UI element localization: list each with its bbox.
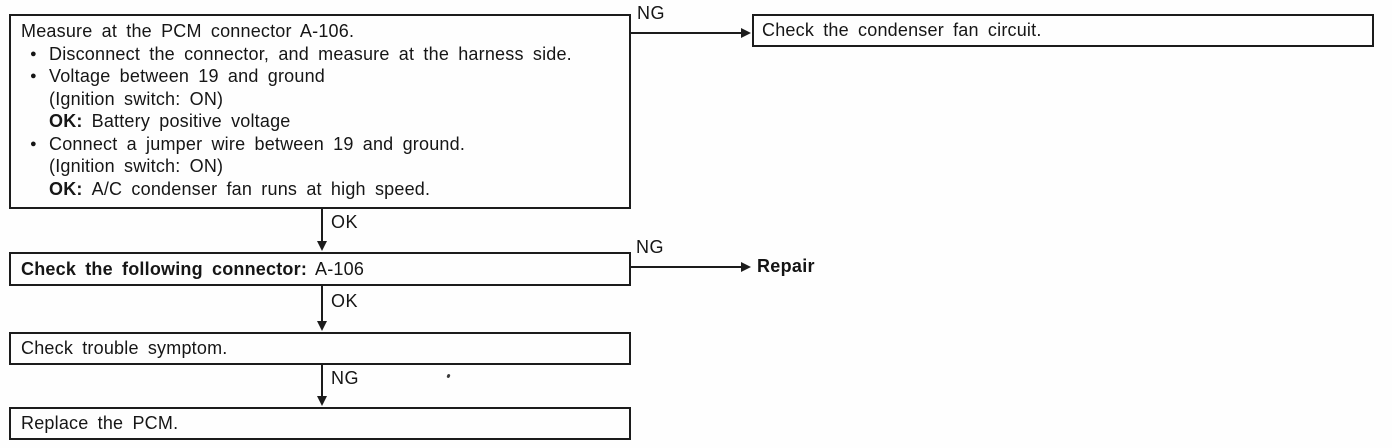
step4-title: Replace the PCM. <box>21 413 179 433</box>
step2-connector-id: A-106 <box>315 259 365 279</box>
arrow-ng-to-condenser-check <box>630 28 751 38</box>
result-repair-text: Repair <box>757 256 815 276</box>
edge-label-ng-top: NG <box>637 3 665 23</box>
step1-ok-value-1: Battery positive voltage <box>91 111 291 131</box>
step3-check-trouble-symptom-box: Check trouble symptom. <box>9 332 631 365</box>
edge-label-ok-2: OK <box>331 291 359 311</box>
step3-title: Check trouble symptom. <box>21 338 228 358</box>
arrow-ng-to-repair <box>630 262 751 272</box>
step1-bullet-2: ● Voltage between 19 and ground <box>21 65 623 88</box>
step1-ok-result-2: OK: A/C condenser fan runs at high speed. <box>21 178 623 201</box>
step1-bullet-3-text: Connect a jumper wire between 19 and gro… <box>49 133 466 154</box>
bullet-icon: ● <box>30 137 37 150</box>
step1-condition-1: (Ignition switch: ON) <box>49 88 224 109</box>
step1-ok-result-1: OK: Battery positive voltage <box>21 110 623 133</box>
arrow-ok-step1-step2 <box>317 208 327 251</box>
arrow-ok-step2-step3 <box>317 286 327 331</box>
bullet-icon: ● <box>30 47 37 60</box>
step1-bullet-2-text: Voltage between 19 and ground <box>49 66 326 86</box>
step4-replace-pcm-box: Replace the PCM. <box>9 407 631 440</box>
arrow-ng-step3-step4 <box>317 365 327 406</box>
bullet-icon: ● <box>30 70 37 82</box>
step1-measure-pcm-box: Measure at the PCM connector A-106. ● Di… <box>9 14 631 209</box>
step1-title: Measure at the PCM connector A-106. <box>21 21 355 41</box>
ok-key-label: OK: <box>49 178 83 199</box>
step1-bullet-3: ● Connect a jumper wire between 19 and g… <box>21 133 623 156</box>
step2-check-connector-box: Check the following connector: A-106 <box>9 252 631 286</box>
ok-key-label: OK: <box>49 111 83 131</box>
result-check-condenser-fan-text: Check the condenser fan circuit. <box>762 20 1042 40</box>
edge-label-ng-down: NG <box>331 368 359 388</box>
edge-label-ng-right: NG <box>636 237 664 257</box>
step1-bullet-1: ● Disconnect the connector, and measure … <box>21 43 623 66</box>
step2-title: Check the following connector: A-106 <box>21 258 623 281</box>
step1-ok-value-2: A/C condenser fan runs at high speed. <box>91 178 431 199</box>
step1-bullet-1-text: Disconnect the connector, and measure at… <box>49 43 572 64</box>
scan-artifact-dot <box>446 373 451 379</box>
result-check-condenser-fan-box: Check the condenser fan circuit. <box>752 14 1374 47</box>
step2-title-bold: Check the following connector: <box>21 259 308 279</box>
edge-label-ok-1: OK <box>331 212 359 232</box>
step1-condition-2: (Ignition switch: ON) <box>49 156 224 176</box>
